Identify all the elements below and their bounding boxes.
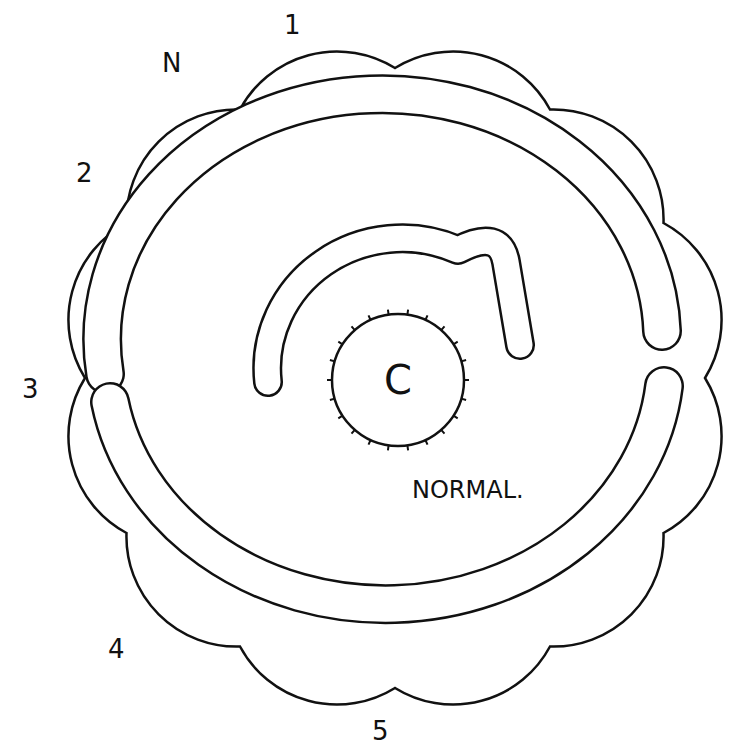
callout-number: 1 <box>284 12 301 38</box>
callout-number: 2 <box>76 160 93 186</box>
caption-label: NORMAL. <box>412 478 524 502</box>
center-letter: C <box>384 360 412 400</box>
callout-number: N <box>162 50 181 76</box>
callout-number: 3 <box>22 376 39 402</box>
callout-number: 5 <box>372 718 389 744</box>
outer-band <box>102 94 664 604</box>
central-circle: C <box>325 307 471 453</box>
callout-number: 4 <box>108 636 125 662</box>
scalloped-outline <box>68 51 721 704</box>
